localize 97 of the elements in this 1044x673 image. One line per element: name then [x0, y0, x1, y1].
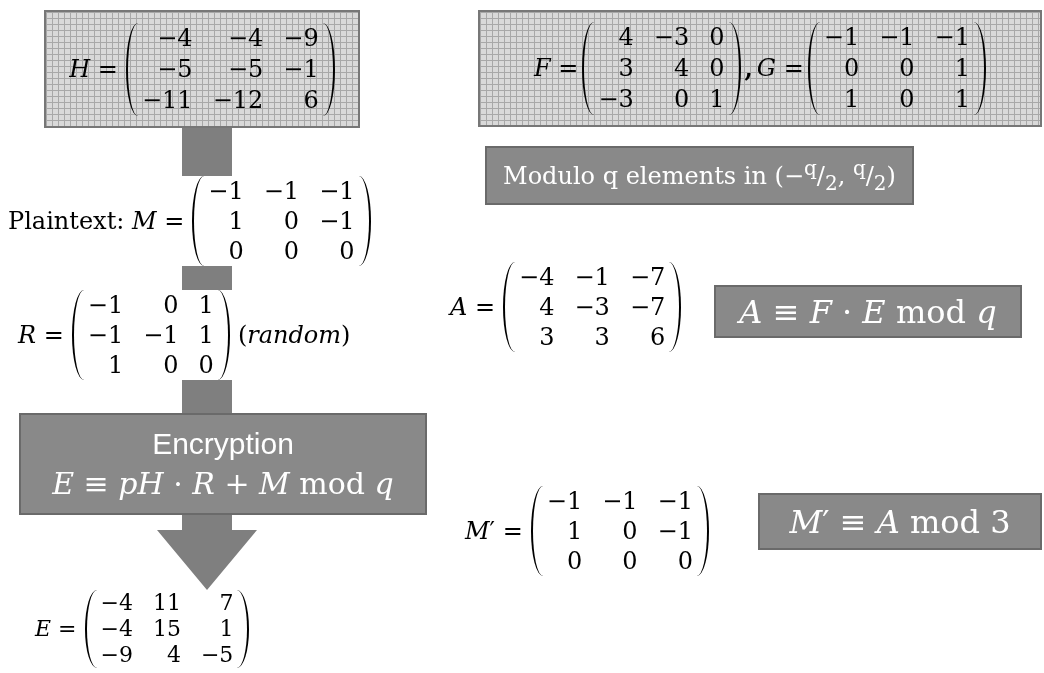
matrix-entry: −1 — [283, 53, 319, 85]
matrix-entry: 1 — [565, 516, 583, 546]
math-text: Plaintext: M = — [8, 206, 185, 236]
matrix-entry: 4 — [538, 292, 555, 322]
matrix-entry: −4 — [156, 22, 193, 54]
matrix-entry: −1 — [657, 516, 693, 546]
formula-text: A ≡ F · E mod q — [739, 291, 997, 332]
matrix-entry: −1 — [87, 320, 124, 350]
connector-bar — [182, 380, 232, 413]
matrix-entry: 0 — [282, 236, 300, 266]
matrix-entry: 1 — [218, 616, 234, 642]
matrix-entry: 0 — [842, 53, 860, 84]
matrix-entry: 0 — [621, 546, 638, 576]
formula-text: M′ ≡ A mod 3 — [789, 501, 1011, 542]
matrix-entry: 1 — [953, 53, 970, 84]
matrix-entry: 0 — [565, 546, 583, 576]
math-text: A = — [450, 292, 496, 322]
matrix-entry: −1 — [319, 176, 355, 206]
matrix-entry: −1 — [143, 320, 179, 350]
matrix-entry: −9 — [100, 642, 133, 668]
matrix-entry: −4 — [100, 616, 133, 642]
matrix-entry: −5 — [200, 642, 234, 668]
matrix-entry: −9 — [283, 22, 319, 54]
matrix-entry: 0 — [162, 350, 179, 380]
block-arrow — [157, 515, 257, 590]
math-text: G = — [756, 53, 804, 84]
math-text: (random) — [237, 320, 351, 350]
matrix-entry: −3 — [598, 84, 634, 115]
matrix-entry: 0 — [621, 516, 638, 546]
formula-text: Modulo q elements in (−$^{q}$/$_{2}$, $^{q}$/$_{2}$) — [503, 155, 896, 197]
matrix-entry: 6 — [302, 84, 319, 116]
matrix-entry: 1 — [198, 320, 214, 350]
matrix-entry: −5 — [156, 53, 193, 85]
matrix-entry: −3 — [574, 292, 610, 322]
matrix-box — [44, 10, 360, 128]
connector-bar — [182, 128, 232, 176]
matrix-entry: −12 — [212, 84, 264, 116]
matrix-entry: 1 — [198, 290, 214, 320]
math-text: M′ = — [465, 516, 523, 546]
matrix-entry: 0 — [709, 53, 725, 84]
matrix-entry: −1 — [879, 22, 915, 53]
matrix-entry: 1 — [953, 84, 970, 115]
math-text: H = — [69, 53, 118, 85]
matrix-entry: 3 — [538, 322, 555, 352]
formula-box — [485, 146, 914, 205]
matrix-entry: −1 — [546, 486, 583, 516]
matrix-entry: 1 — [106, 350, 124, 380]
formula-box — [714, 285, 1022, 338]
matrix-entry: 4 — [165, 642, 181, 668]
matrix-entry: 3 — [617, 53, 634, 84]
math-text: , — [744, 53, 753, 84]
matrix-entry: −4 — [226, 22, 264, 54]
formula-text: Encryption — [152, 426, 294, 462]
matrix-entry: 11 — [152, 590, 181, 616]
matrix-entry: 15 — [152, 616, 181, 642]
matrix-entry: 0 — [672, 84, 690, 115]
formula-box — [758, 493, 1042, 550]
matrix-entry: −7 — [629, 292, 666, 322]
math-text: F = — [534, 53, 579, 84]
matrix-entry: 0 — [676, 546, 693, 576]
matrix-entry: −1 — [263, 176, 300, 206]
formula-text: E ≡ pH · R + M mod q — [52, 465, 394, 503]
matrix-entry: −7 — [629, 262, 666, 292]
connector-bar — [182, 266, 232, 290]
matrix-entry: −1 — [574, 262, 610, 292]
math-text: E = — [35, 616, 77, 642]
matrix-entry: 0 — [162, 290, 179, 320]
formula-box — [19, 413, 427, 515]
matrix-entry: −1 — [934, 22, 970, 53]
matrix-entry: 0 — [282, 206, 300, 236]
matrix-box — [478, 10, 1042, 127]
matrix-entry: −4 — [519, 262, 555, 292]
matrix-entry: 1 — [227, 206, 244, 236]
matrix-entry: 0 — [227, 236, 244, 266]
matrix-entry: 1 — [842, 84, 860, 115]
matrix-entry: −1 — [208, 176, 244, 206]
matrix-entry: −1 — [602, 486, 638, 516]
matrix-entry: 4 — [617, 22, 634, 53]
matrix-entry: −3 — [653, 22, 690, 53]
matrix-entry: 0 — [709, 22, 725, 53]
matrix-entry: 7 — [218, 590, 234, 616]
matrix-entry: 0 — [898, 84, 915, 115]
matrix-entry: 0 — [338, 236, 355, 266]
matrix-entry: −1 — [657, 486, 693, 516]
matrix-entry: −1 — [319, 206, 355, 236]
matrix-entry: −5 — [226, 53, 264, 85]
matrix-entry: −4 — [100, 590, 133, 616]
matrix-entry: 3 — [593, 322, 610, 352]
matrix-entry: −1 — [87, 290, 124, 320]
matrix-entry: 0 — [198, 350, 214, 380]
matrix-entry: 0 — [898, 53, 915, 84]
matrix-entry: 6 — [649, 322, 666, 352]
matrix-entry: 1 — [709, 84, 725, 115]
math-text: R = — [18, 320, 64, 350]
matrix-entry: −1 — [823, 22, 860, 53]
matrix-entry: 4 — [672, 53, 690, 84]
matrix-entry: −11 — [142, 84, 193, 116]
